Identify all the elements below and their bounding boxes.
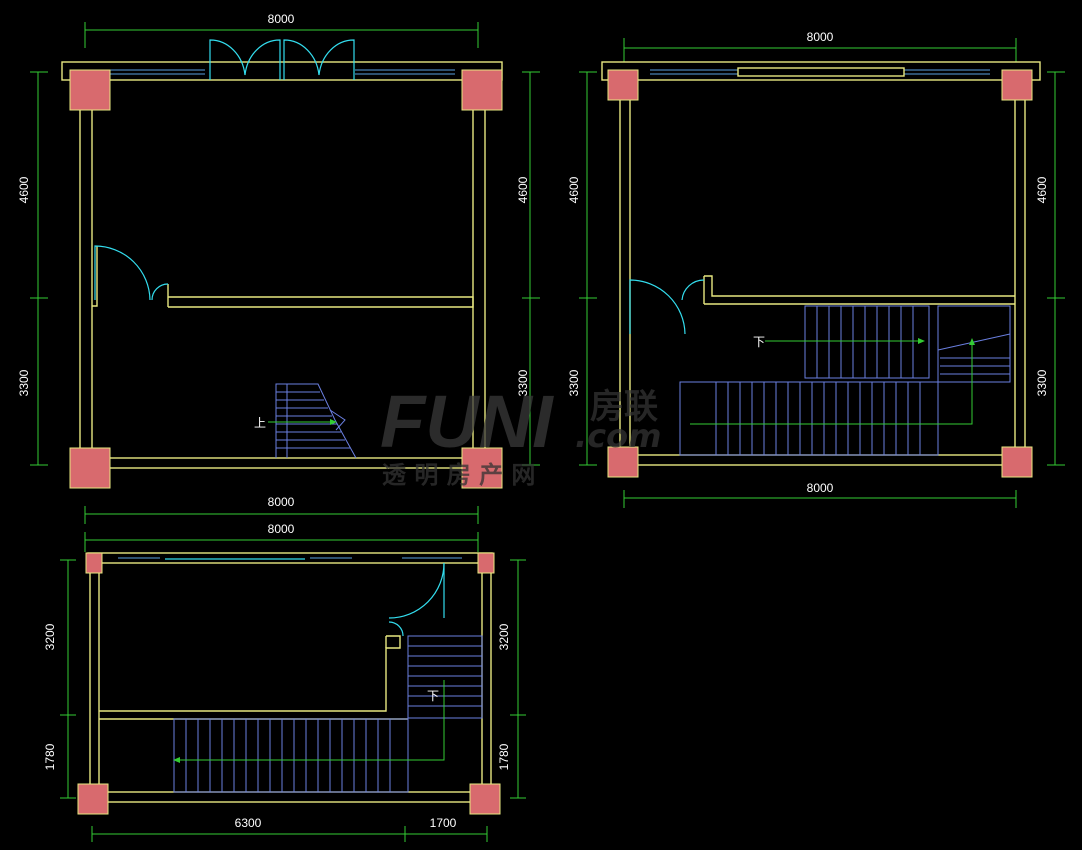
plan-a-stair-label: 上 [254,416,266,430]
plan-a-top-width: 8000 [268,12,295,26]
plan-c-right-lower: 1780 [497,743,511,770]
plan-a-right-lower: 3300 [516,369,530,396]
watermark-domain: .com [575,417,661,455]
plan-b-top-width: 8000 [807,30,834,44]
plan-c-left-lower: 1780 [43,743,57,770]
watermark-brand-cn: 房联 [590,387,658,427]
plan-b-right-lower: 3300 [1035,369,1049,396]
plan-a-bottom-width: 8000 [268,495,295,509]
plan-c: 8000 6300 1700 3200 1780 3200 1780 [43,522,526,842]
plan-b-stair [679,305,1011,456]
plan-b-left-lower: 3300 [567,369,581,396]
plan-a-stair [275,383,357,459]
plan-b-bottom-width: 8000 [807,481,834,495]
watermark-brand: FUNI [380,380,554,463]
plan-c-stair [173,635,483,793]
plan-a-left-upper: 4600 [17,176,31,203]
watermark: FUNI 房联 .com 透 明 房 产 网 [380,380,661,489]
plan-b-stair-label: 下 [753,335,765,349]
plan-a: 8000 8000 4600 3300 4600 3300 [17,12,540,524]
plan-c-right-upper: 3200 [497,623,511,650]
door-arc-icon [209,39,246,80]
plan-b-left-upper: 4600 [567,176,581,203]
plan-c-bottom-right: 1700 [430,816,457,830]
plan-a-right-upper: 4600 [516,176,530,203]
plan-b-right-upper: 4600 [1035,176,1049,203]
column [69,69,111,111]
plan-c-top-width: 8000 [268,522,295,536]
plan-c-left-upper: 3200 [43,623,57,650]
plan-b: 8000 8000 4600 3300 4600 3300 [567,30,1065,508]
watermark-slogan: 透 明 房 产 网 [382,461,535,489]
plan-a-left-lower: 3300 [17,369,31,396]
plan-c-stair-label: 下 [427,689,439,703]
plan-c-bottom-left: 6300 [235,816,262,830]
